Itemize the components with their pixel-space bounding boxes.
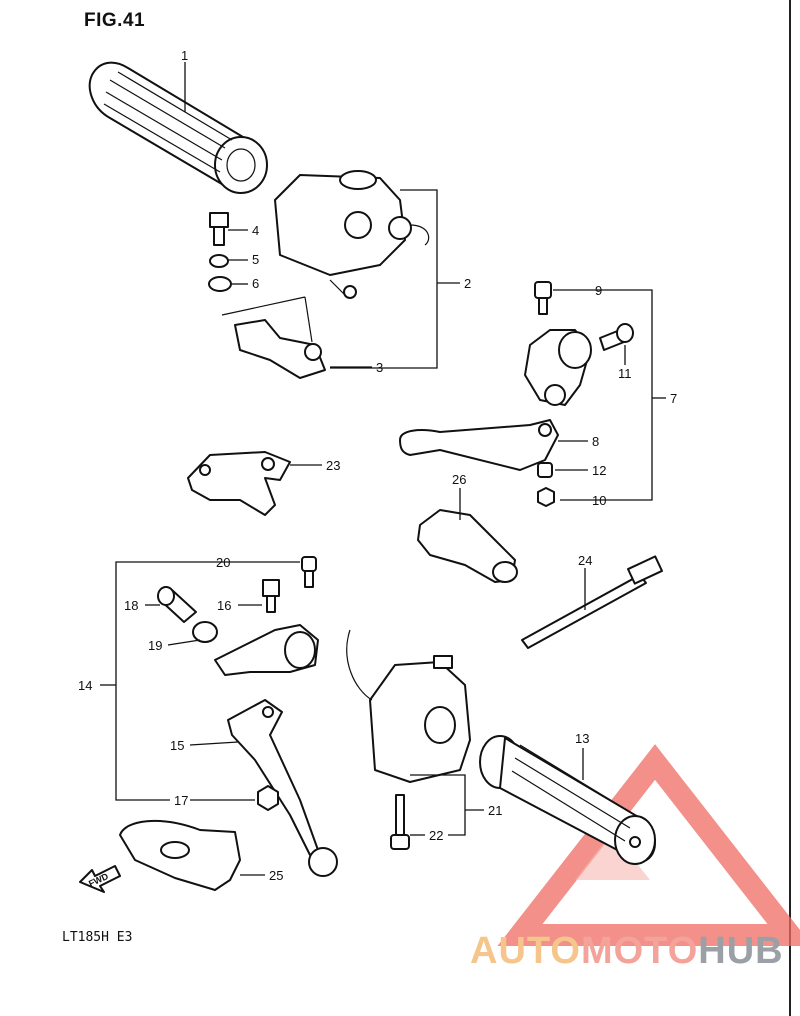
cover-26 <box>417 509 518 583</box>
watermark-part-moto: MOTO <box>580 930 699 972</box>
bolt-20 <box>301 556 317 588</box>
throttle-lever <box>221 296 326 379</box>
collar-12 <box>537 462 553 478</box>
nut-17 <box>257 785 279 811</box>
watermark-part-hub: HUB <box>698 930 784 972</box>
callout-5: 5 <box>252 252 259 267</box>
callout-19: 19 <box>148 638 162 653</box>
callout-11: 11 <box>618 366 632 381</box>
bolt-11 <box>599 323 634 351</box>
nut-10 <box>537 487 555 507</box>
callout-20: 20 <box>216 555 230 570</box>
band-24 <box>521 555 663 649</box>
callout-12: 12 <box>592 463 606 478</box>
callout-15: 15 <box>170 738 184 753</box>
watermark-triangle <box>497 744 800 946</box>
watermark-part-auto: AUTO <box>470 930 581 972</box>
throttle-housing <box>274 170 430 299</box>
plate-23 <box>187 451 291 516</box>
callout-14: 14 <box>78 678 92 693</box>
bolt-9 <box>534 281 552 315</box>
brake-bracket <box>214 624 319 676</box>
callout-10: 10 <box>592 493 606 508</box>
clutch-lever <box>399 419 559 471</box>
screw-22 <box>390 794 410 850</box>
callout-18: 18 <box>124 598 138 613</box>
callout-9: 9 <box>595 283 602 298</box>
fwd-arrow-icon <box>79 865 121 893</box>
callout-25: 25 <box>269 868 283 883</box>
brake-lever <box>227 699 338 877</box>
washer-5 <box>209 254 229 268</box>
nut-19 <box>192 621 218 643</box>
bolt-16 <box>262 579 280 613</box>
callout-23: 23 <box>326 458 340 473</box>
scan-edge-line <box>789 0 791 1016</box>
bolt-4 <box>209 212 229 246</box>
callout-2: 2 <box>464 276 471 291</box>
callout-6: 6 <box>252 276 259 291</box>
callout-21: 21 <box>488 803 502 818</box>
callout-4: 4 <box>252 223 259 238</box>
callout-1: 1 <box>181 48 188 63</box>
callout-8: 8 <box>592 434 599 449</box>
callout-13: 13 <box>575 731 589 746</box>
grip-left <box>88 61 268 194</box>
figure-title: FIG.41 <box>84 10 146 31</box>
cover-25 <box>119 819 241 891</box>
callout-17: 17 <box>174 793 188 808</box>
adjuster-18 <box>157 586 197 623</box>
callout-3: 3 <box>376 360 383 375</box>
callout-7: 7 <box>670 391 677 406</box>
watermark-text: AUTOMOTOHUB <box>470 930 784 973</box>
washer-6 <box>208 276 232 292</box>
leader-lines <box>100 62 666 876</box>
clutch-bracket <box>524 329 592 406</box>
callout-22: 22 <box>429 828 443 843</box>
switch-housing <box>346 629 471 783</box>
model-label: LT185H E3 <box>62 930 133 945</box>
callout-16: 16 <box>217 598 231 613</box>
grip-right <box>479 735 656 865</box>
callout-26: 26 <box>452 472 466 487</box>
callout-24: 24 <box>578 553 592 568</box>
